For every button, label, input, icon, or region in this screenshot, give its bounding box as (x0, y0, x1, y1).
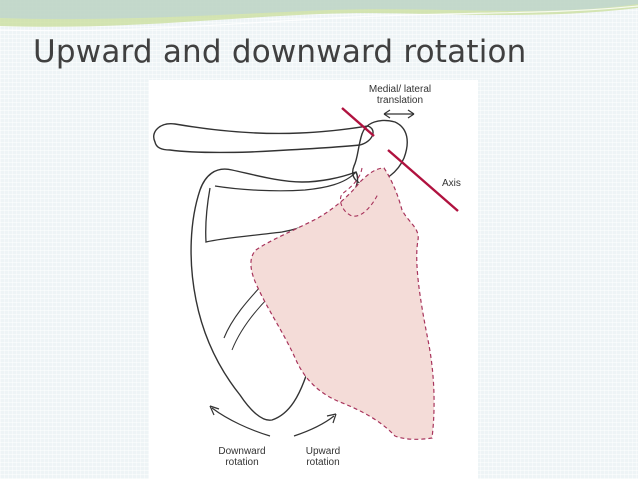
slide-title: Upward and downward rotation (33, 34, 527, 70)
downward-rotation-arrow (211, 407, 271, 437)
acromion-outline (352, 119, 408, 185)
upward-rotation-arrowhead (326, 413, 337, 424)
upward-rotation-arrow (293, 415, 335, 437)
medial-lateral-arrow (383, 109, 415, 119)
scapula-spine (214, 171, 357, 192)
decorative-banner (0, 0, 638, 32)
upward-rotation-label: Upward rotation (305, 446, 341, 468)
axis-label: Axis (442, 178, 461, 189)
axis-line (387, 149, 459, 212)
clavicle-outline (153, 123, 374, 154)
downward-rotation-label: Downward rotation (218, 446, 266, 468)
rotated-glenoid-dashed (339, 167, 379, 217)
medial-lateral-label: Medial/ lateral translation (368, 84, 432, 106)
translation-line (341, 107, 375, 137)
downward-rotation-arrowhead (209, 405, 220, 416)
scapula-lateral-line-2 (231, 295, 271, 351)
rotated-scapula-shaded (250, 167, 435, 440)
